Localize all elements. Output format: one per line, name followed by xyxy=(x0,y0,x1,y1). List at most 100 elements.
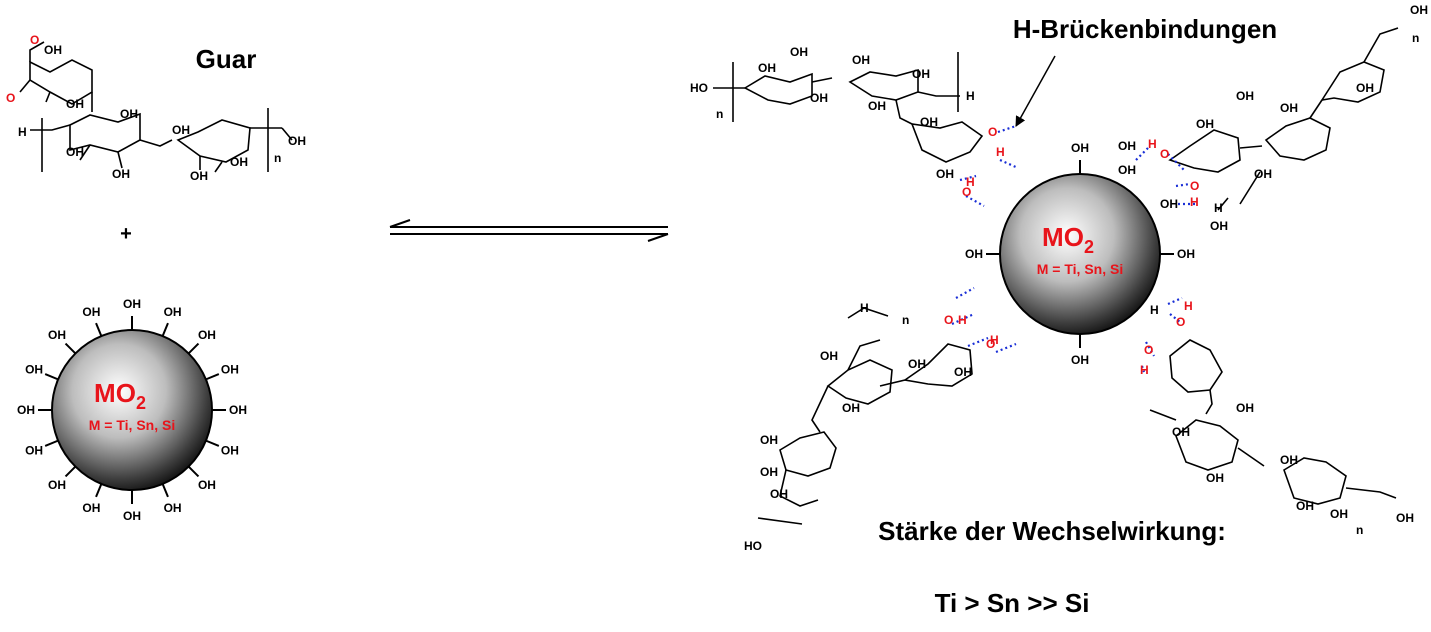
oh-bond xyxy=(187,465,200,478)
chain-label-hydroxyl_left: HO xyxy=(690,81,708,95)
hbond-atom-hydrogen: H xyxy=(958,313,967,327)
guar-chain-right-labels: HOOHOHOHOHOHOHHnOHOHOHOHOHOHOHOHOHOHnOHH… xyxy=(690,3,1428,553)
hbond-atom-oxygen: O xyxy=(1190,179,1199,193)
oh-bond xyxy=(64,342,77,355)
guar-o-highlight: O xyxy=(30,33,39,47)
chain-label-hydroxyl: OH xyxy=(1296,499,1314,513)
guar-oh: OH xyxy=(120,107,138,121)
chain-label-hydroxyl: OH xyxy=(1356,81,1374,95)
surface-oh-label: OH xyxy=(1071,353,1089,367)
oh-bond xyxy=(95,322,103,337)
chain-label-hydroxyl: OH xyxy=(770,487,788,501)
surface-oh-label: OH xyxy=(48,478,66,492)
chain-label-hydroxyl: OH xyxy=(1280,101,1298,115)
left-formula-sub: 2 xyxy=(136,393,146,413)
guar-oh: OH xyxy=(44,43,62,57)
chain-label-hydroxyl: OH xyxy=(1160,197,1178,211)
surface-oh-label: OH xyxy=(25,444,43,458)
h-bonds-label: H-Brückenbindungen xyxy=(1013,14,1277,44)
surface-oh-label: OH xyxy=(48,328,66,342)
guar-chains-right xyxy=(713,27,1399,525)
surface-oh-label: OH xyxy=(82,501,100,515)
hbond-atom-oxygen: O xyxy=(1160,147,1169,161)
oh-bond xyxy=(64,465,77,478)
interaction-strength-title: Stärke der Wechselwirkung: xyxy=(878,516,1226,546)
chain-label-hydroxyl: OH xyxy=(1172,425,1190,439)
oh-bond xyxy=(187,342,200,355)
interaction-strength-order: Ti > Sn >> Si xyxy=(935,588,1090,618)
surface-oh-label: OH xyxy=(198,478,216,492)
chain-label-hydrogen: H xyxy=(860,301,869,315)
surface-oh-label: OH xyxy=(965,247,983,261)
hbond-atom-oxygen: O xyxy=(944,313,953,327)
oh-bond xyxy=(205,373,220,381)
surface-oh-label: OH xyxy=(229,403,247,417)
hbond-atom-hydrogen: H xyxy=(1184,299,1193,313)
chain-label-hydroxyl: OH xyxy=(1330,507,1348,521)
chain-label-hydroxyl: OH xyxy=(760,433,778,447)
hbond-atom-oxygen: O xyxy=(988,125,997,139)
chain-label-repeat_index: n xyxy=(716,107,723,121)
right-particle-sphere xyxy=(999,173,1161,335)
guar-oh: OH xyxy=(230,155,248,169)
hbond-atom-oxygen: O xyxy=(962,185,971,199)
chain-label-hydroxyl: OH xyxy=(842,401,860,415)
chain-label-hydroxyl: OH xyxy=(954,365,972,379)
chain-label-hydroxyl: OH xyxy=(1396,511,1414,525)
chain-label-repeat_index: n xyxy=(902,313,909,327)
plus-sign: + xyxy=(120,223,132,245)
chain-label-hydroxyl: OH xyxy=(1196,117,1214,131)
hydrogen-bonds xyxy=(951,124,1196,373)
hbond-atom-oxygen: O xyxy=(986,337,995,351)
right-particle-formula: MO2 xyxy=(1042,222,1094,257)
chain-label-hydroxyl_left: HO xyxy=(744,539,762,553)
guar-h-end: H xyxy=(18,125,27,139)
chain-label-hydroxyl: OH xyxy=(1410,3,1428,17)
chain-label-hydroxyl: OH xyxy=(1118,139,1136,153)
hbond-atom-oxygen: O xyxy=(1144,343,1153,357)
chain-label-hydroxyl: OH xyxy=(1236,401,1254,415)
chain-label-hydroxyl: OH xyxy=(936,167,954,181)
chain-label-hydroxyl: OH xyxy=(1210,219,1228,233)
chain-label-hydroxyl: OH xyxy=(868,99,886,113)
surface-oh-label: OH xyxy=(1177,247,1195,261)
oh-bond xyxy=(44,373,59,381)
surface-oh-label: OH xyxy=(198,328,216,342)
chain-label-hydroxyl: OH xyxy=(912,67,930,81)
surface-oh-label: OH xyxy=(1071,141,1089,155)
hbond-atom-hydrogen: H xyxy=(996,145,1005,159)
oh-bond xyxy=(161,322,169,337)
chain-label-repeat_index: n xyxy=(1356,523,1363,537)
hbond-atom-hydrogen: H xyxy=(966,175,975,189)
chain-label-hydrogen: H xyxy=(966,89,975,103)
right-formula-sub: 2 xyxy=(1084,237,1094,257)
chain-label-hydroxyl: OH xyxy=(852,53,870,67)
guar-oh: OH xyxy=(172,123,190,137)
surface-oh-label: OH xyxy=(123,509,141,523)
h-bonds-pointer xyxy=(1015,55,1056,127)
chain-label-hydroxyl: OH xyxy=(1206,471,1224,485)
surface-oh-label: OH xyxy=(25,362,43,376)
hbond-atom-hydrogen: H xyxy=(990,333,999,347)
chain-label-hydroxyl: OH xyxy=(920,115,938,129)
oh-bond xyxy=(44,439,59,447)
chain-label-hydroxyl: OH xyxy=(1280,453,1298,467)
surface-oh-label: OH xyxy=(17,403,35,417)
surface-oh-label: OH xyxy=(164,501,182,515)
hbond-atom-hydrogen: H xyxy=(1140,363,1149,377)
chain-label-hydroxyl: OH xyxy=(820,349,838,363)
left-formula-base: MO xyxy=(94,378,136,408)
left-particle-sphere xyxy=(51,329,213,491)
chain-label-hydroxyl: OH xyxy=(758,61,776,75)
surface-oh-label: OH xyxy=(164,305,182,319)
oh-bond xyxy=(95,483,103,498)
surface-oh-label: OH xyxy=(221,444,239,458)
chain-label-hydroxyl: OH xyxy=(810,91,828,105)
chain-label-hydroxyl: OH xyxy=(790,45,808,59)
